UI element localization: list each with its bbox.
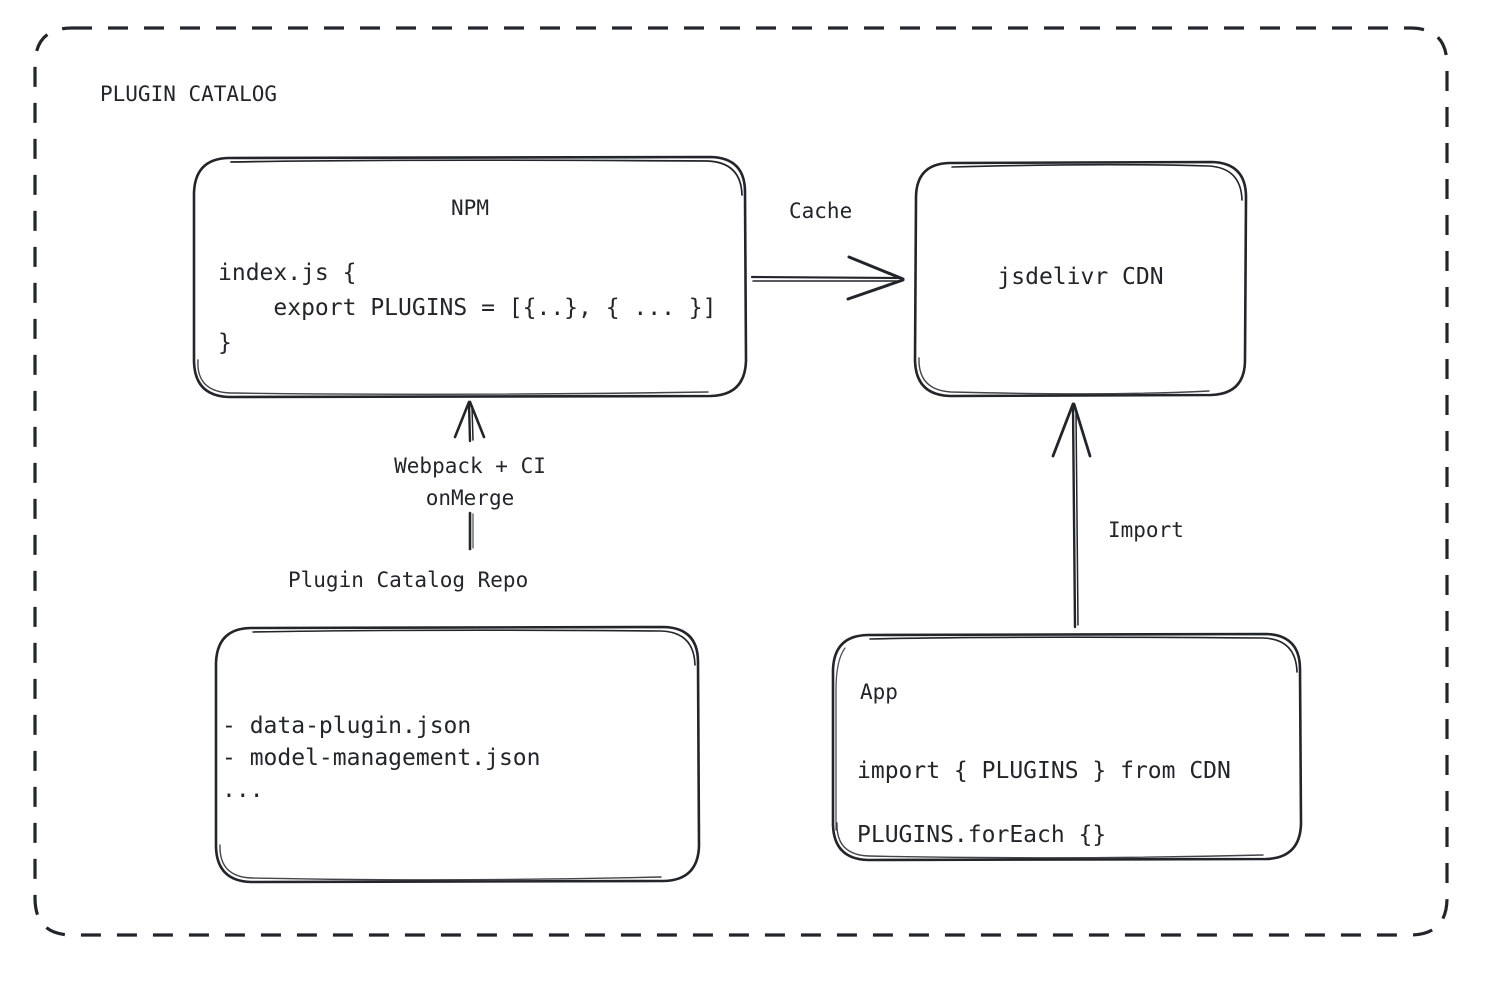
build-arrow xyxy=(453,400,486,551)
plugin-catalog-container-border xyxy=(33,26,1449,937)
cache-edge-label: Cache xyxy=(789,199,853,223)
repo-node-file-list: - data-plugin.json - model-management.js… xyxy=(222,713,541,803)
app-foreach-line: PLUGINS.forEach {} xyxy=(857,822,1107,848)
npm-node-code: index.js { export PLUGINS = [{..}, { ...… xyxy=(218,260,717,356)
repo-node-border xyxy=(214,625,701,884)
cdn-node-title: jsdelivr CDN xyxy=(997,264,1164,290)
cache-arrow xyxy=(750,255,905,301)
import-arrow xyxy=(1051,402,1092,629)
cdn-node-border xyxy=(913,160,1248,398)
app-node-code: import { PLUGINS } from CDN PLUGINS.forEa… xyxy=(857,739,1231,867)
plugin-catalog-title: PLUGIN CATALOG xyxy=(100,82,278,106)
repo-node-title: Plugin Catalog Repo xyxy=(288,568,529,592)
app-node-border xyxy=(831,632,1303,862)
app-node-title: App xyxy=(860,680,898,704)
npm-node-title: NPM xyxy=(451,196,489,220)
build-edge-label: Webpack + CI onMerge xyxy=(394,454,546,510)
app-import-line: import { PLUGINS } from CDN xyxy=(857,758,1231,784)
npm-node-border xyxy=(192,155,748,399)
import-edge-label: Import xyxy=(1108,518,1184,542)
